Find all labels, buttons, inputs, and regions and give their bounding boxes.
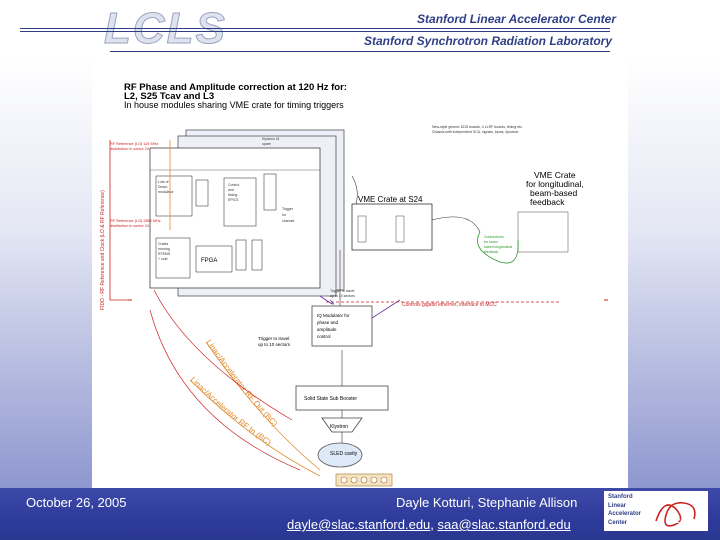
svg-text:for beam: for beam [484,240,498,244]
svg-text:SLED cavity: SLED cavity [330,451,358,457]
timing-block [155,237,191,279]
svg-text:RF Reference (LO) 2856 MHz: RF Reference (LO) 2856 MHz [110,219,161,223]
svg-text:distribution in sector 24: distribution in sector 24 [110,147,149,151]
email-separator: , [430,517,438,532]
svg-text:Connections: Connections [484,235,504,239]
svg-text:running: running [158,247,170,251]
svg-text:Down-: Down- [158,185,169,189]
footer-date: October 26, 2005 [26,495,127,510]
svg-text:amplitude: amplitude [317,327,337,332]
fpga-label: FPGA [201,258,217,264]
right-gradient-band [628,58,720,488]
svg-text:feedback: feedback [530,197,565,207]
svg-text:up to 10 sectors: up to 10 sectors [330,294,355,298]
svg-text:up to 10 sectors: up to 10 sectors [258,342,291,347]
svg-text:and: and [228,188,234,192]
svg-text:Control: Control [228,183,240,187]
fido-vertical-label: FIDO - RF Reference and Clock (LO & RF R… [100,190,106,310]
header-line-2: Stanford Synchrotron Radiation Laborator… [363,34,612,48]
iq-modulator [311,305,373,347]
interface-label: Controls gigabit ethernet, interface to … [402,302,497,308]
header-line-1: Stanford Linear Accelerator Center [417,12,616,26]
svg-text:New-style generic DDS boards,: New-style generic DDS boards, 4 LLRF boa… [432,125,523,129]
svg-text:Trigger to travel: Trigger to travel [330,289,355,293]
svg-text:Trigger: Trigger [282,207,294,211]
svg-text:spare: spare [262,142,271,146]
fpga-block [195,245,233,273]
slide-header: LCLS Stanford Linear Accelerator Center … [0,0,720,58]
klystron [321,417,363,433]
svg-text:beam-based: beam-based [530,188,578,198]
linac-out-label: Linac/Accelerator RF Out (BC) [204,338,279,428]
header-rule [110,51,610,52]
svg-text:EPICS: EPICS [228,198,239,202]
svg-text:IQ Modulator for: IQ Modulator for [317,313,350,318]
diagram-title-1: RF Phase and Amplitude correction at 120… [124,82,347,93]
svg-text:RTEMS: RTEMS [158,252,171,256]
vme-crate-title: VME Crate [534,170,576,180]
feedback-crate [517,211,569,253]
header-rule [20,31,610,32]
left-gradient-band [0,58,92,488]
svg-text:Solid State Sub Booster: Solid State Sub Booster [304,396,357,402]
svg-text:modulator: modulator [158,190,174,194]
diagram-title-2: L2, S25 Tcav and L3 [124,91,214,102]
svg-text:distribution in sector 24: distribution in sector 24 [110,224,149,228]
slac-logo: Stanford Linear Accelerator Center [604,491,708,531]
solid-state-booster [295,385,389,411]
email-link-dayle[interactable]: dayle@slac.stanford.edu [287,517,431,532]
svg-text:channel: channel [282,219,294,223]
slac-swirl-icon [655,501,696,527]
svg-text:for longitudinal,: for longitudinal, [526,179,584,189]
svg-text:control: control [317,334,331,339]
svg-text:feedback: feedback [484,250,498,254]
email-link-saa[interactable]: saa@slac.stanford.edu [437,517,571,532]
svg-text:phase and: phase and [317,320,339,325]
epics-block [223,177,257,227]
dac-block [263,173,277,211]
diagram-title-3: In house modules sharing VME crate for t… [124,100,344,110]
svg-text:Klystron 24: Klystron 24 [262,137,280,141]
svg-text:+ cold: + cold [158,257,167,261]
svg-text:timing: timing [228,193,237,197]
trigger-label: Trigger to travel [258,336,289,341]
page-number: 5 [676,518,682,528]
slide-footer [0,488,720,540]
svg-text:Crates: Crates [158,242,169,246]
svg-text:Chassis with independent SCA,: Chassis with independent SCA, signals, b… [432,130,519,134]
ref-bracket [109,140,130,301]
footer-emails: dayle@slac.stanford.edu, saa@slac.stanfo… [287,517,571,532]
svg-text:based longitudinal: based longitudinal [484,245,512,249]
svg-text:Klystron: Klystron [330,424,348,430]
filter-block [155,175,193,217]
svg-text:Lots of: Lots of [158,180,169,184]
adc-block [195,179,209,207]
vme-s24-label: VME Crate at S24 [358,195,423,204]
svg-text:for: for [282,213,287,217]
footer-authors: Dayle Kotturi, Stephanie Allison [396,495,578,510]
header-rule [20,28,610,29]
sled-cavity [317,442,363,468]
svg-text:RF Reference (LO) 119 MHz: RF Reference (LO) 119 MHz [110,142,158,146]
slac-logo-text: Stanford Linear Accelerator Center [608,494,642,526]
